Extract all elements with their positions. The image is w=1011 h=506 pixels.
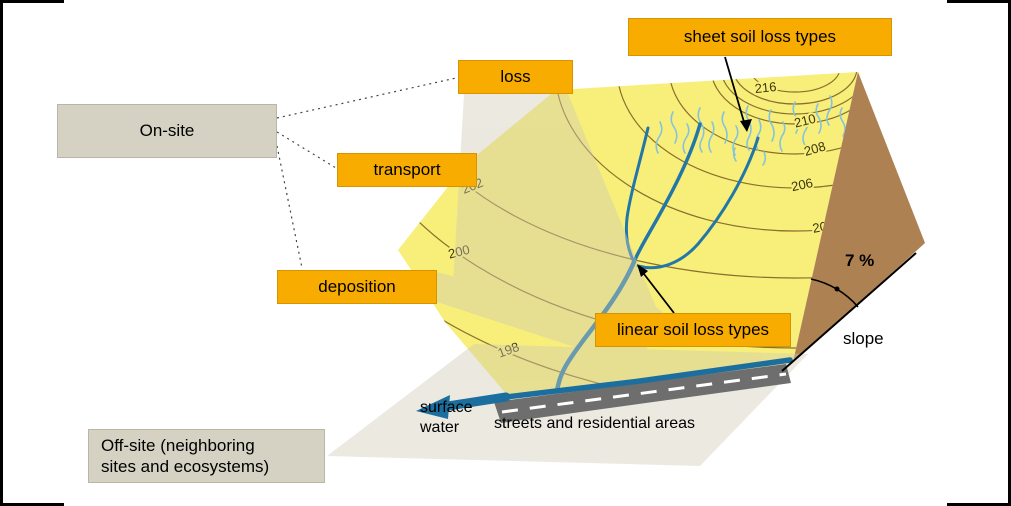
transport-fan <box>477 158 672 356</box>
offsite-label-text: Off-site (neighboring sites and ecosyste… <box>101 435 270 476</box>
onsite-label: On-site <box>57 104 277 158</box>
streets-label: streets and residential areas <box>494 415 695 432</box>
onsite-connectors <box>276 77 457 269</box>
deposition-label: deposition <box>277 270 437 304</box>
transport-label: transport <box>337 153 477 187</box>
linear-soil-loss-label: linear soil loss types <box>595 313 791 347</box>
loss-label: loss <box>458 60 573 94</box>
frame-tick-top-right <box>947 0 1011 3</box>
road-center-line <box>501 372 787 414</box>
terrain-side-face <box>793 72 925 362</box>
sheet-soil-loss-label: sheet soil loss types <box>628 18 892 56</box>
surface-water-label: surface water <box>420 399 473 436</box>
loss-fan <box>452 94 668 336</box>
contour-label-206: 206 <box>790 175 814 194</box>
frame-right-edge <box>1008 0 1011 506</box>
frame-tick-bottom-left <box>0 503 64 506</box>
frame-left-edge <box>0 0 3 506</box>
slope-percent-label: 7 % <box>845 251 875 270</box>
frame-tick-bottom-right <box>947 503 1011 506</box>
slope-angle-marking <box>781 252 917 372</box>
slope-label: slope <box>843 329 884 348</box>
contour-label-216: 216 <box>754 79 777 96</box>
stream-network <box>554 122 760 395</box>
sheet-loss-arrow <box>724 56 752 132</box>
frame-tick-top-left <box>0 0 64 3</box>
linear-loss-arrow <box>637 264 675 314</box>
surface-water-arrow <box>416 357 793 419</box>
offsite-label: Off-site (neighboring sites and ecosyste… <box>88 429 325 483</box>
